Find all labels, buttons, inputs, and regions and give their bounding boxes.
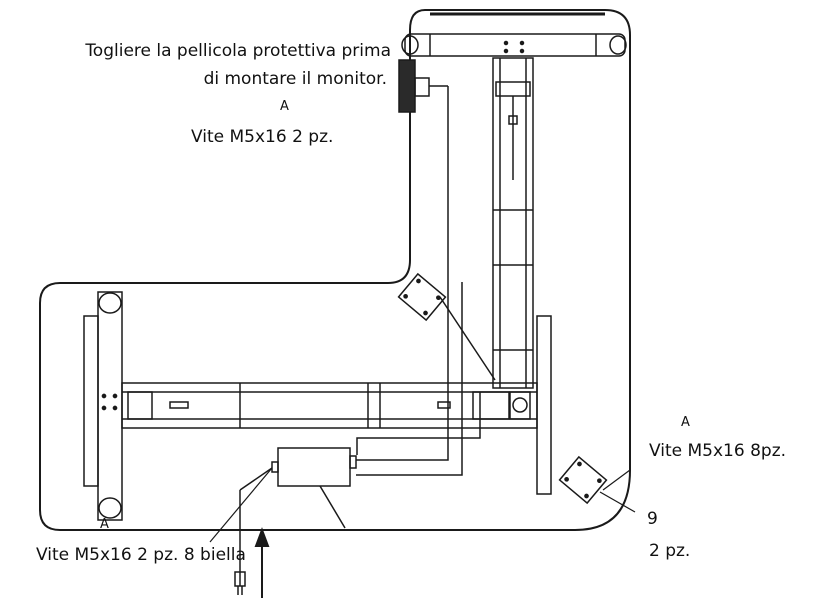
label-a-top: A <box>280 99 289 114</box>
label-a-bottom: A <box>100 517 109 532</box>
power-plug <box>234 571 246 595</box>
top-crossbar <box>401 33 627 57</box>
pieces-label-right: 2 pz. <box>649 541 691 561</box>
leader-lines <box>209 467 636 543</box>
film-note-line2: di montare il monitor. <box>203 69 387 89</box>
bracket-right <box>558 455 608 505</box>
screw-label-right: Vite M5x16 8pz. <box>649 441 787 461</box>
cables <box>239 86 496 586</box>
left-leg <box>83 291 123 521</box>
bracket-middle <box>397 272 447 322</box>
film-note-line1: Togliere la pellicola protettiva prima <box>85 41 391 61</box>
vertical-column <box>492 57 534 389</box>
part-number-9: 9 <box>647 509 658 529</box>
screw-label-top: Vite M5x16 2 pz. <box>191 127 334 147</box>
monitor-bracket <box>398 59 448 113</box>
arrow-up <box>254 527 270 598</box>
label-a-right: A <box>681 415 690 430</box>
tabletop-outline <box>39 9 631 531</box>
right-leg <box>536 315 552 495</box>
horizontal-crossbar <box>121 382 538 429</box>
control-box <box>271 447 357 487</box>
screw-label-bottom: Vite M5x16 2 pz. 8 biella <box>36 545 246 565</box>
